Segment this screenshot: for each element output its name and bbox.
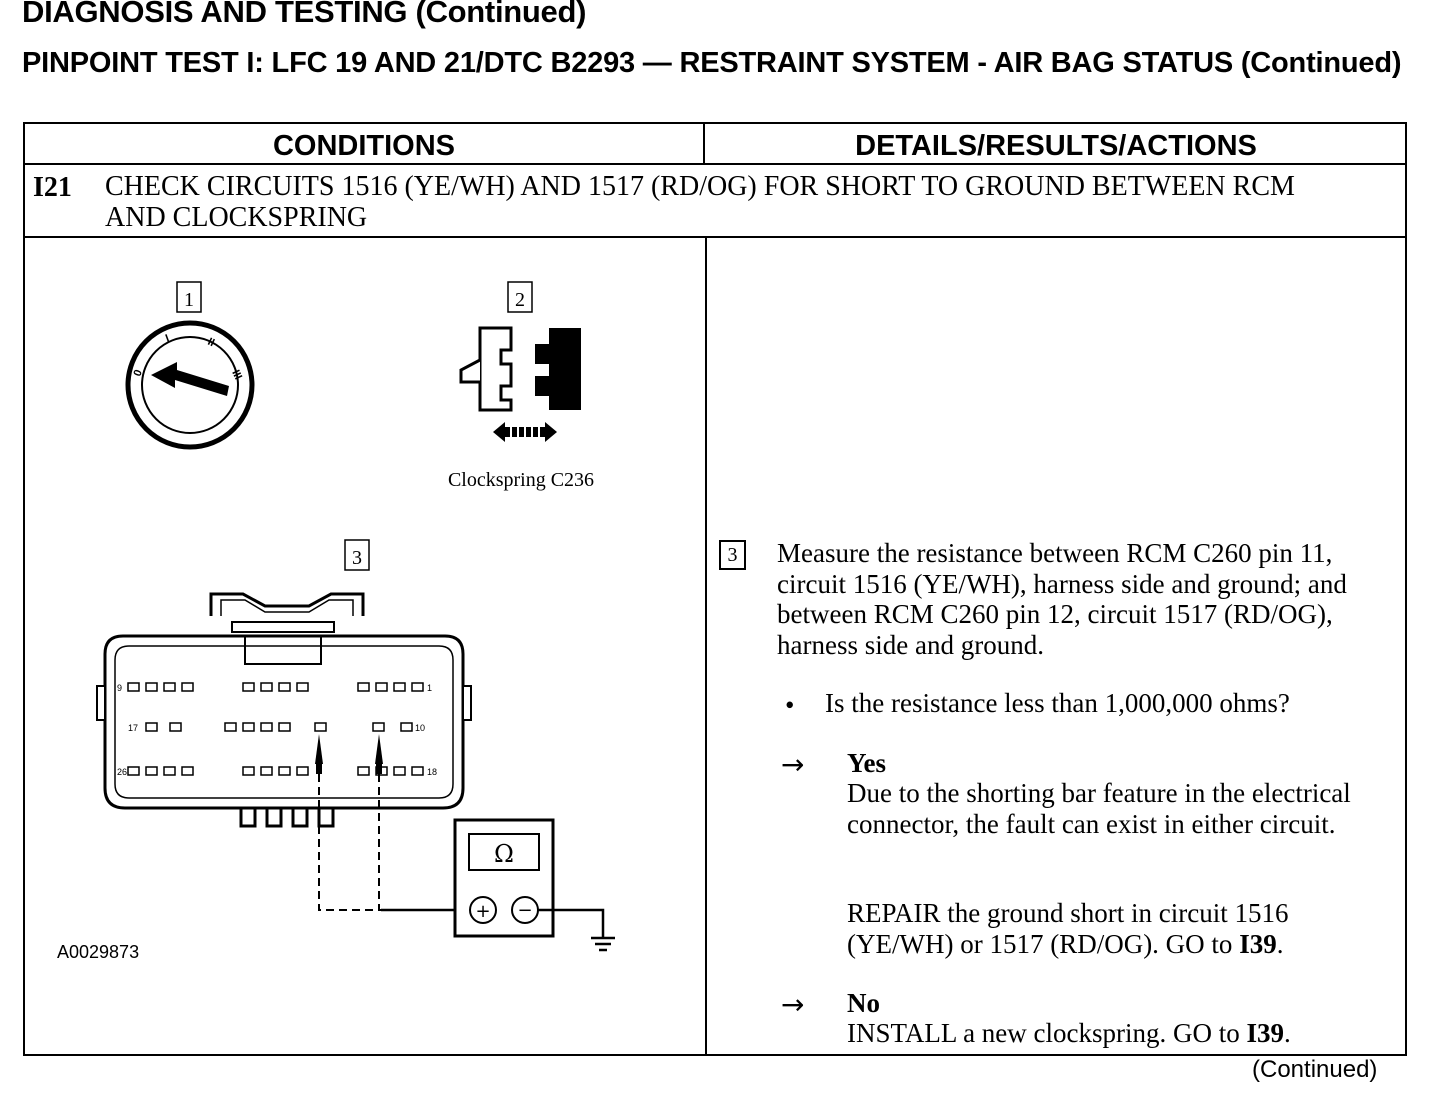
column-divider: [705, 238, 707, 1056]
yes-explanation: Due to the shorting bar feature in the e…: [847, 778, 1351, 839]
svg-text:2: 2: [515, 289, 525, 311]
svg-text:17: 17: [128, 723, 138, 733]
svg-text:18: 18: [427, 767, 437, 777]
no-action: INSTALL a new clockspring. GO to I39.: [847, 1018, 1407, 1049]
step-row: I21 CHECK CIRCUITS 1516 (YE/WH) AND 1517…: [25, 165, 1405, 238]
callout-3: 3: [344, 539, 370, 571]
step-id: I21: [33, 172, 72, 203]
pinpoint-table: CONDITIONS DETAILS/RESULTS/ACTIONS I21 C…: [23, 122, 1407, 1056]
no-arrow-icon: →: [781, 988, 805, 1021]
ohmmeter-icon: Ω + −: [453, 818, 555, 938]
no-action-end: .: [1284, 1018, 1291, 1048]
connector-caption: Clockspring C236: [448, 469, 594, 491]
pinpoint-test-title: PINPOINT TEST I: LFC 19 AND 21/DTC B2293…: [22, 47, 1402, 79]
meter-probes: [315, 734, 469, 912]
goto-i39-link[interactable]: I39: [1239, 928, 1277, 959]
goto-i39-link[interactable]: I39: [1246, 1018, 1285, 1048]
svg-text:1: 1: [184, 289, 194, 311]
svg-text:1: 1: [427, 683, 432, 693]
measure-instruction: Measure the resistance between RCM C260 …: [777, 538, 1347, 660]
document-title: DIAGNOSIS AND TESTING (Continued): [22, 0, 587, 29]
yes-label: Yes: [847, 748, 886, 778]
svg-text:26: 26: [117, 767, 127, 777]
yes-action: REPAIR the ground short in circuit 1516 …: [847, 898, 1367, 959]
step-number-badge: 3: [719, 540, 746, 570]
no-action-text: INSTALL a new clockspring. GO to: [847, 1018, 1247, 1048]
ground-icon: [538, 908, 615, 952]
svg-text:3: 3: [352, 547, 362, 569]
figure-id: A0029873: [57, 942, 139, 962]
continued-footer: (Continued): [1252, 1056, 1378, 1083]
callout-2: 2: [507, 281, 533, 313]
svg-text:10: 10: [415, 723, 425, 733]
svg-text:+: +: [475, 901, 490, 922]
ignition-switch-icon: 0 I II III: [125, 320, 255, 450]
bullet: •: [785, 690, 795, 720]
clockspring-connector-icon: [459, 326, 581, 442]
svg-text:Ω: Ω: [494, 840, 514, 868]
test-diagram: 1 0 I II III 2: [57, 281, 615, 962]
step-description: CHECK CIRCUITS 1516 (YE/WH) AND 1517 (RD…: [105, 171, 1295, 233]
svg-text:9: 9: [117, 683, 122, 693]
rcm-connector-c260: 9 1 17 10 26 18: [96, 592, 472, 828]
callout-1: 1: [176, 281, 202, 313]
svg-text:−: −: [517, 900, 532, 921]
conditions-header: CONDITIONS: [25, 124, 705, 165]
svg-text:0: 0: [132, 368, 145, 378]
yes-arrow-icon: →: [781, 748, 805, 781]
svg-text:I: I: [164, 332, 171, 344]
test-question: Is the resistance less than 1,000,000 oh…: [825, 688, 1290, 718]
yes-action-text: REPAIR the ground short in circuit 1516 …: [847, 898, 1289, 959]
svg-text:II: II: [206, 336, 217, 349]
no-label: No: [847, 988, 880, 1018]
yes-action-end: .: [1276, 928, 1284, 959]
details-header: DETAILS/RESULTS/ACTIONS: [705, 124, 1407, 165]
